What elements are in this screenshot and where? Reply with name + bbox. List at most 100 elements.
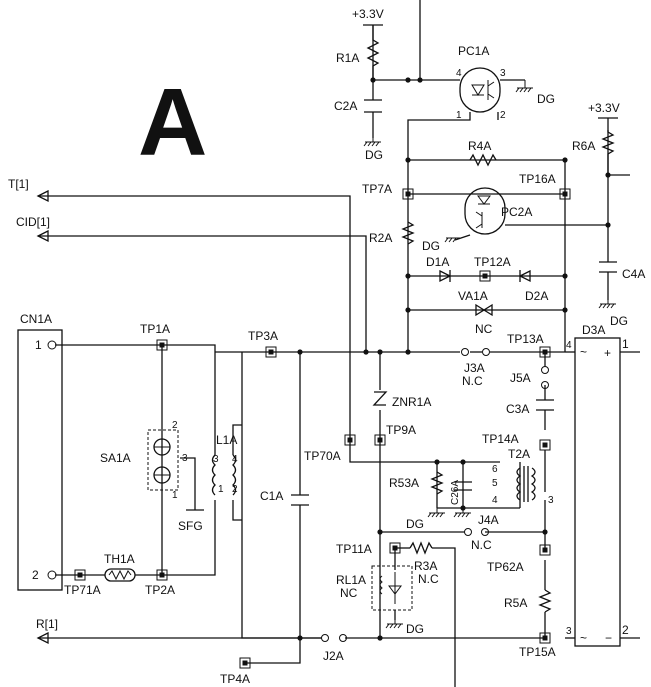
svg-text:DG: DG bbox=[610, 314, 628, 328]
svg-text:N.C: N.C bbox=[462, 374, 483, 388]
svg-text:TP13A: TP13A bbox=[507, 332, 544, 346]
svg-text:TP2A: TP2A bbox=[145, 583, 175, 597]
net-label-cid: CID[1] bbox=[16, 215, 50, 243]
svg-text:SFG: SFG bbox=[178, 519, 203, 533]
svg-text:3: 3 bbox=[500, 68, 506, 79]
svg-text:TP1A: TP1A bbox=[140, 322, 170, 336]
svg-text:ZNR1A: ZNR1A bbox=[392, 395, 431, 409]
svg-text:D3A: D3A bbox=[582, 323, 605, 337]
supply-3v3-left: +3.3V bbox=[352, 7, 384, 26]
capacitor-c2a: C2A bbox=[334, 99, 382, 113]
svg-text:1: 1 bbox=[218, 484, 224, 495]
ground-dg-c26a bbox=[453, 508, 471, 518]
svg-text:N.C: N.C bbox=[418, 572, 439, 586]
ground-dg-pc1a: DG bbox=[515, 80, 555, 106]
svg-text:R4A: R4A bbox=[468, 139, 491, 153]
svg-text:C1A: C1A bbox=[260, 489, 283, 503]
svg-text:+: + bbox=[604, 346, 611, 360]
svg-text:TP3A: TP3A bbox=[248, 329, 278, 343]
svg-text:PC2A: PC2A bbox=[501, 205, 532, 219]
jumper-j2a: J2A bbox=[321, 634, 347, 663]
svg-text:D2A: D2A bbox=[525, 289, 548, 303]
svg-text:R53A: R53A bbox=[389, 476, 419, 490]
svg-text:3: 3 bbox=[213, 454, 219, 465]
svg-text:4: 4 bbox=[232, 454, 238, 465]
connector-cn1a: CN1A 1 2 bbox=[17, 312, 63, 591]
svg-text:+3.3V: +3.3V bbox=[352, 7, 384, 21]
svg-text:R1A: R1A bbox=[336, 51, 359, 65]
jumper-j4a: J4A N.C bbox=[464, 513, 499, 552]
svg-text:C2A: C2A bbox=[334, 99, 357, 113]
svg-text:6: 6 bbox=[492, 464, 498, 475]
svg-text:DG: DG bbox=[422, 239, 440, 253]
svg-text:R3A: R3A bbox=[414, 559, 437, 573]
svg-text:C26A: C26A bbox=[450, 480, 461, 505]
svg-text:TP70A: TP70A bbox=[304, 449, 341, 463]
svg-text:4: 4 bbox=[456, 68, 462, 79]
svg-text:4: 4 bbox=[492, 495, 498, 506]
svg-text:R6A: R6A bbox=[572, 139, 595, 153]
thermistor-th1a: TH1A bbox=[104, 552, 136, 582]
resistor-r5a: R5A bbox=[504, 589, 552, 613]
jumper-j3a: J3A N.C bbox=[461, 348, 490, 388]
svg-text:J4A: J4A bbox=[478, 513, 499, 527]
svg-text:C4A: C4A bbox=[622, 267, 645, 281]
diode-d1a: D1A bbox=[426, 255, 452, 283]
svg-text:VA1A: VA1A bbox=[458, 289, 488, 303]
svg-text:DG: DG bbox=[406, 517, 424, 531]
svg-text:TP15A: TP15A bbox=[519, 645, 556, 659]
svg-text:R[1]: R[1] bbox=[36, 617, 58, 631]
svg-text:NC: NC bbox=[340, 586, 358, 600]
svg-text:+3.3V: +3.3V bbox=[588, 101, 620, 115]
svg-text:TP16A: TP16A bbox=[519, 172, 556, 186]
svg-text:TP7A: TP7A bbox=[362, 182, 392, 196]
junction-dots bbox=[297, 77, 611, 641]
resistor-r6a: R6A bbox=[572, 118, 615, 175]
svg-text:N.C: N.C bbox=[471, 538, 492, 552]
ground-dg-c4a: DG bbox=[598, 300, 628, 328]
svg-text:J3A: J3A bbox=[464, 361, 485, 375]
svg-text:J2A: J2A bbox=[323, 649, 344, 663]
svg-text:C3A: C3A bbox=[506, 402, 529, 416]
test-points: TP7A TP16A TP12A TP1A TP3A TP13A TP70A T… bbox=[64, 172, 571, 686]
svg-text:DG: DG bbox=[365, 148, 383, 162]
optocoupler-pc2a: PC2A bbox=[464, 187, 532, 235]
resistor-r3a: R3A N.C bbox=[409, 541, 439, 586]
svg-text:~: ~ bbox=[580, 345, 587, 359]
capacitor-c1a: C1A bbox=[260, 489, 309, 506]
ground-dg-c2a: DG bbox=[363, 138, 383, 162]
ground-dg-label-j4a: DG bbox=[406, 517, 424, 531]
section-letter: A bbox=[138, 69, 207, 176]
varistor-va1a: VA1A NC bbox=[458, 289, 493, 336]
jumper-j5a: J5A bbox=[510, 366, 549, 389]
svg-text:1: 1 bbox=[35, 338, 42, 352]
svg-text:R5A: R5A bbox=[504, 596, 527, 610]
svg-text:TP12A: TP12A bbox=[474, 255, 511, 269]
svg-text:5: 5 bbox=[492, 478, 498, 489]
svg-text:D1A: D1A bbox=[426, 255, 449, 269]
net-label-t: T[1] bbox=[8, 177, 49, 203]
svg-text:DG: DG bbox=[537, 92, 555, 106]
svg-text:TP11A: TP11A bbox=[336, 542, 372, 556]
capacitor-c3a: C3A bbox=[506, 399, 554, 418]
svg-text:1: 1 bbox=[456, 110, 462, 121]
supply-3v3-right: +3.3V bbox=[588, 101, 620, 119]
capacitor-c4a: C4A bbox=[599, 261, 645, 281]
surge-arrester-sa1a: SA1A 2 3 1 bbox=[100, 420, 188, 501]
svg-text:3: 3 bbox=[182, 453, 188, 464]
svg-text:2: 2 bbox=[32, 568, 39, 582]
svg-text:TP4A: TP4A bbox=[220, 672, 250, 686]
resistor-r53a: R53A bbox=[389, 471, 444, 495]
relay-rl1a: RL1A NC bbox=[336, 565, 413, 611]
svg-text:CN1A: CN1A bbox=[20, 312, 52, 326]
svg-text:TP71A: TP71A bbox=[64, 583, 101, 597]
svg-text:TH1A: TH1A bbox=[104, 552, 135, 566]
transformer-t2a: T2A 6 5 4 3 bbox=[492, 447, 554, 506]
optocoupler-pc1a: PC1A 4 3 1 2 bbox=[456, 44, 506, 121]
svg-text:~: ~ bbox=[580, 631, 587, 645]
svg-text:PC1A: PC1A bbox=[458, 44, 489, 58]
inductor-l1a: L1A 3 4 1 2 bbox=[211, 433, 238, 496]
svg-text:2: 2 bbox=[500, 110, 506, 121]
zener-znr1a: ZNR1A bbox=[372, 391, 431, 409]
